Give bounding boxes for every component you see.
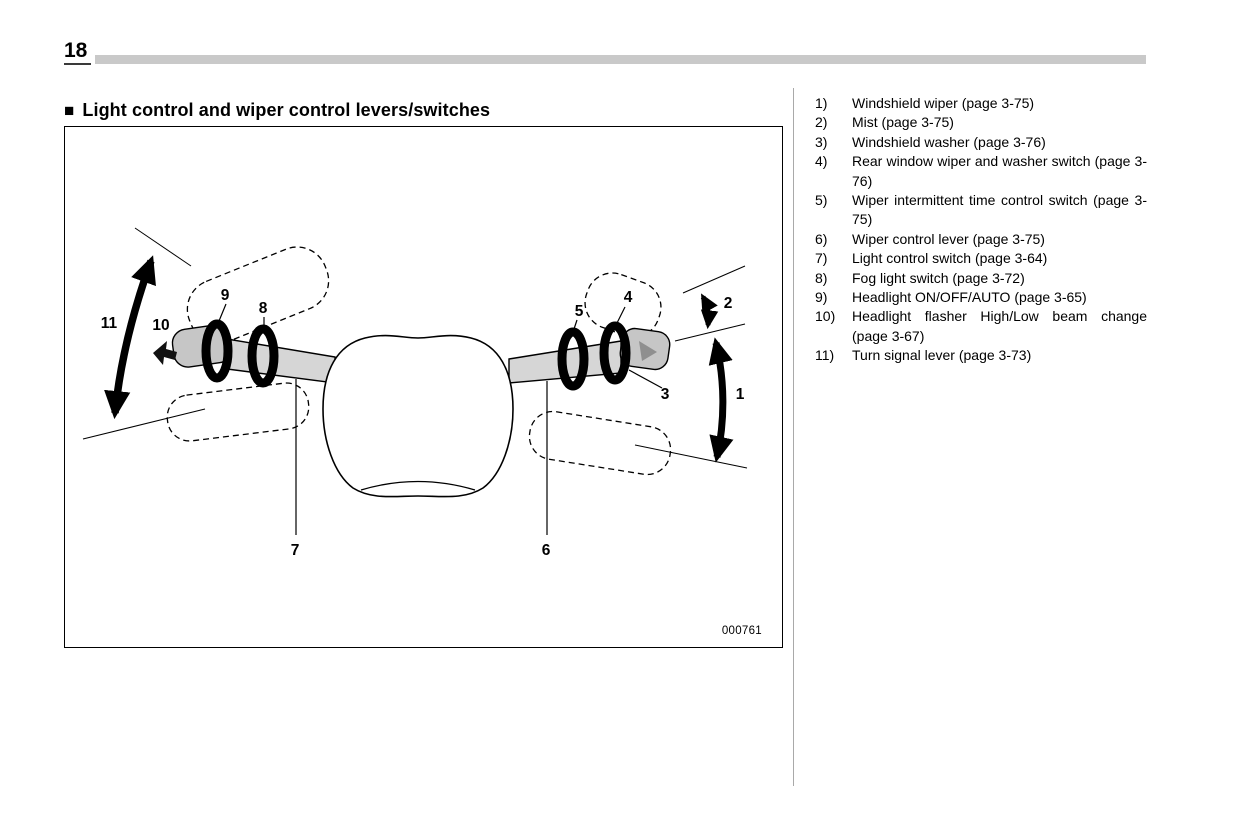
legend-item: 4) Rear window wiper and washer switch (… bbox=[815, 152, 1147, 191]
turn-signal-motion-arrow bbox=[104, 255, 156, 420]
motion-arrows bbox=[104, 255, 734, 463]
header-rule bbox=[95, 55, 1146, 64]
column-divider bbox=[793, 88, 794, 786]
section-title: ■ Light control and wiper control levers… bbox=[64, 100, 490, 121]
section-bullet-icon: ■ bbox=[64, 101, 75, 120]
legend-item-number: 9) bbox=[815, 289, 828, 306]
legend-item-number: 5) bbox=[815, 192, 828, 209]
figure-label-7: 7 bbox=[291, 542, 300, 559]
leader-line-4 bbox=[616, 306, 626, 324]
section-title-text: Light control and wiper control levers/s… bbox=[82, 100, 491, 120]
legend-item-text: Headlight flasher High/Low beam change (… bbox=[852, 308, 1147, 344]
page-header: 18 bbox=[64, 40, 1146, 65]
legend-item-text: Rear window wiper and washer switch (pag… bbox=[852, 153, 1147, 189]
page-number: 18 bbox=[64, 40, 92, 65]
steering-wheel bbox=[322, 334, 514, 498]
intermittent-time-ring bbox=[557, 327, 589, 391]
legend-item: 9) Headlight ON/OFF/AUTO (page 3-65) bbox=[815, 288, 1147, 307]
figure-code: 000761 bbox=[721, 625, 762, 637]
legend-item-number: 2) bbox=[815, 114, 828, 131]
mist-motion-arrow bbox=[700, 293, 719, 330]
wiper-motion-arrow bbox=[708, 337, 734, 463]
figure-label-8: 8 bbox=[259, 300, 268, 317]
figure-label-6: 6 bbox=[542, 542, 551, 559]
legend-item: 1) Windshield wiper (page 3-75) bbox=[815, 94, 1147, 113]
figure-label-3: 3 bbox=[661, 386, 670, 403]
left-stalk-details bbox=[153, 319, 279, 388]
figure-label-10: 10 bbox=[152, 317, 169, 334]
right-lower-range-outline bbox=[528, 410, 672, 476]
legend-item-text: Fog light switch (page 3-72) bbox=[852, 269, 1025, 286]
leader-line-5 bbox=[573, 319, 578, 330]
leader-line-9 bbox=[218, 303, 227, 322]
legend-item: 3) Windshield washer (page 3-76) bbox=[815, 133, 1147, 152]
legend-item-number: 8) bbox=[815, 269, 828, 286]
legend-item-number: 10) bbox=[815, 308, 836, 325]
legend-item: 10) Headlight flasher High/Low beam chan… bbox=[815, 307, 1147, 346]
legend-item-text: Headlight ON/OFF/AUTO (page 3-65) bbox=[852, 289, 1087, 306]
legend-item: 5) Wiper intermittent time control switc… bbox=[815, 191, 1147, 230]
left-upper-range-outline bbox=[186, 246, 330, 344]
washer-arrow-icon bbox=[639, 341, 657, 361]
fog-light-switch-ring bbox=[247, 324, 279, 388]
legend-item-text: Wiper intermittent time control switch (… bbox=[852, 192, 1147, 228]
legend-item: 2) Mist (page 3-75) bbox=[815, 113, 1147, 132]
legend-item-number: 11) bbox=[815, 347, 835, 364]
legend-item-number: 3) bbox=[815, 133, 828, 150]
legend-item-text: Light control switch (page 3-64) bbox=[852, 250, 1048, 267]
figure-label-9: 9 bbox=[221, 287, 230, 304]
leader-line-3 bbox=[628, 369, 663, 389]
legend-list: 1) Windshield wiper (page 3-75) 2) Mist … bbox=[815, 94, 1147, 366]
legend-item-text: Windshield washer (page 3-76) bbox=[852, 133, 1046, 150]
legend-item-number: 4) bbox=[815, 153, 828, 170]
figure-label-4: 4 bbox=[624, 289, 633, 306]
figure-label-5: 5 bbox=[575, 303, 584, 320]
legend-item-number: 1) bbox=[815, 95, 828, 111]
figure-label-11: 11 bbox=[101, 315, 118, 332]
leader-lines bbox=[218, 303, 663, 535]
axis-lines bbox=[82, 227, 748, 469]
legend-item: 6) Wiper control lever (page 3-75) bbox=[815, 230, 1147, 249]
right-stalk-details bbox=[557, 321, 671, 391]
legend-item-number: 7) bbox=[815, 250, 828, 267]
legend-item: 11) Turn signal lever (page 3-73) bbox=[815, 346, 1147, 365]
headlight-flasher-arrow-icon bbox=[153, 341, 177, 365]
figure-label-1: 1 bbox=[736, 386, 745, 403]
left-lower-range-outline bbox=[166, 382, 310, 442]
headlight-switch-ring bbox=[201, 319, 233, 383]
rear-wiper-switch-ring bbox=[599, 321, 631, 385]
figure-label-2: 2 bbox=[724, 295, 733, 312]
legend-item-text: Windshield wiper (page 3-75) bbox=[852, 95, 1035, 111]
figure-box: 11 10 9 8 5 4 2 3 1 7 6 000761 bbox=[64, 126, 783, 648]
left-stalk-arm bbox=[226, 338, 336, 384]
legend-item-text: Turn signal lever (page 3-73) bbox=[852, 347, 1032, 364]
legend-item-text: Mist (page 3-75) bbox=[852, 114, 954, 131]
figure-labels: 11 10 9 8 5 4 2 3 1 7 6 bbox=[101, 287, 745, 559]
legend-item: 8) Fog light switch (page 3-72) bbox=[815, 269, 1147, 288]
steering-wheel-bottom-line bbox=[360, 480, 476, 491]
legend-item-text: Wiper control lever (page 3-75) bbox=[852, 230, 1045, 247]
legend-item-number: 6) bbox=[815, 230, 828, 247]
controls-diagram: 11 10 9 8 5 4 2 3 1 7 6 bbox=[82, 227, 748, 559]
legend-item: 7) Light control switch (page 3-64) bbox=[815, 249, 1147, 268]
